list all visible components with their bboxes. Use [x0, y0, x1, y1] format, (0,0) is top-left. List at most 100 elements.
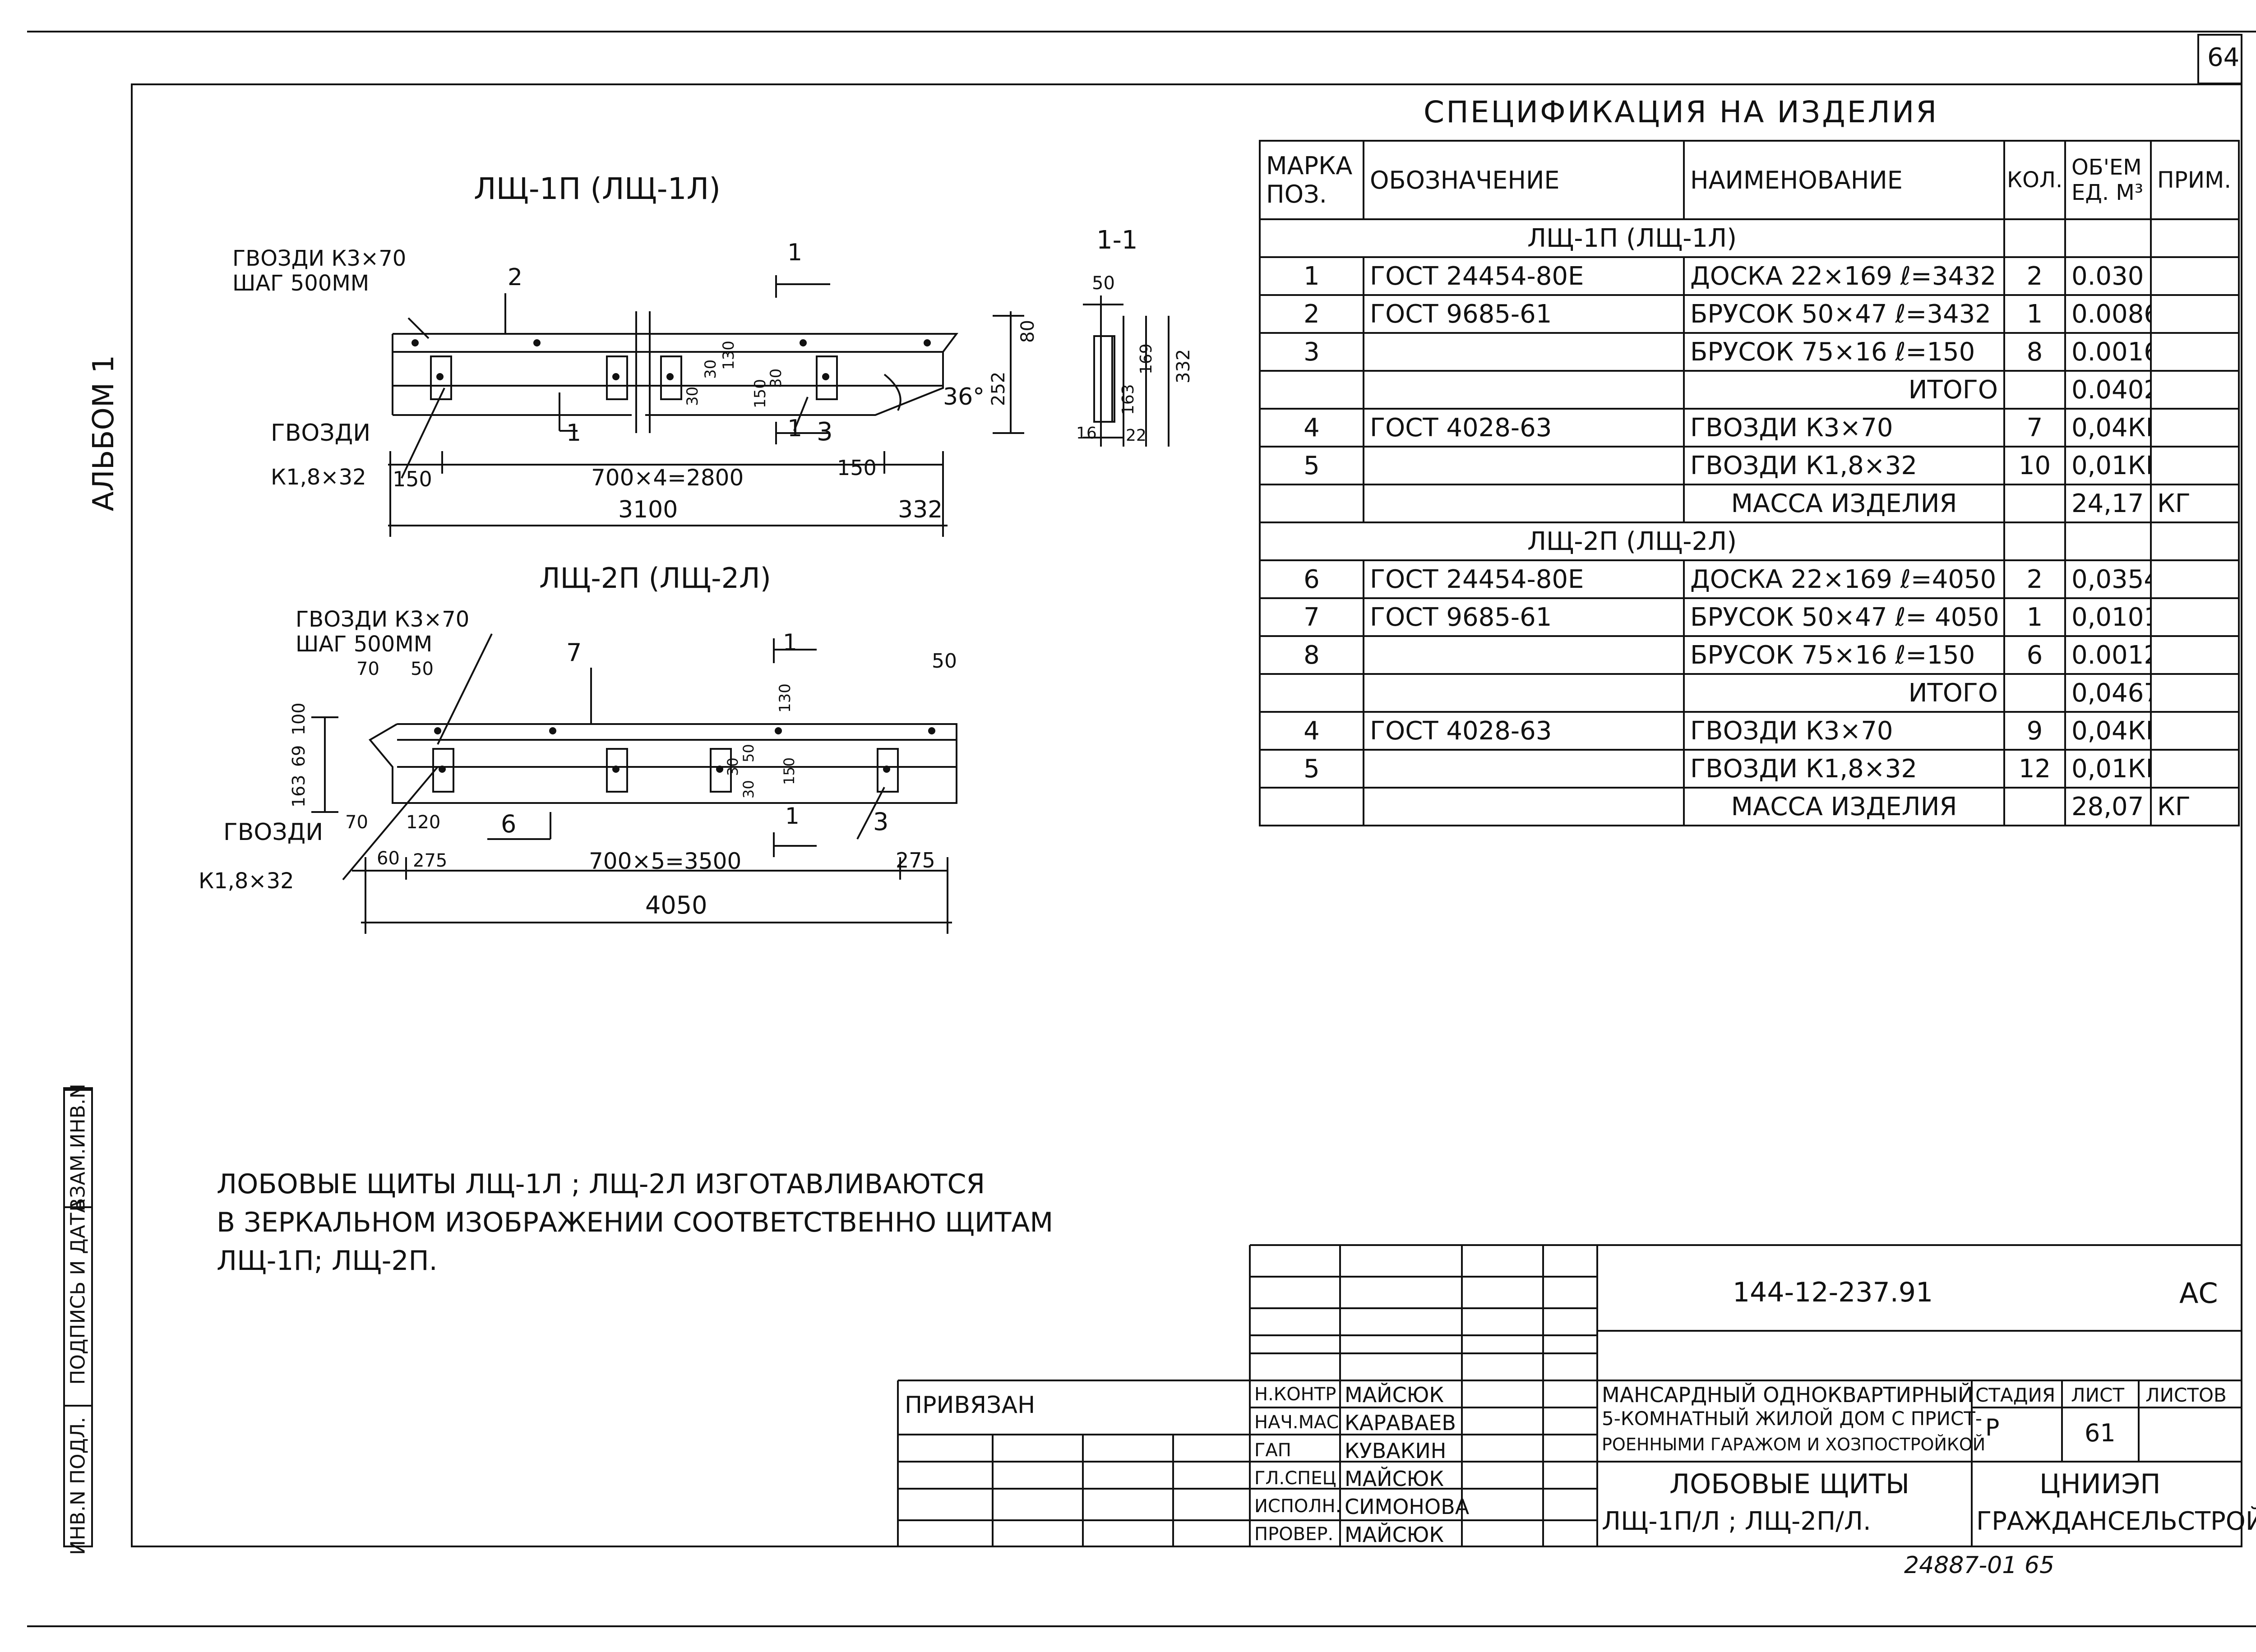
- spec-qty: 10: [2003, 446, 2066, 485]
- spec-pos: [1259, 370, 1364, 410]
- spec-qty: [2003, 370, 2066, 410]
- drawing1-pos1: 1: [566, 420, 582, 447]
- drawing1-dim-mid: 700×4=2800: [591, 465, 744, 491]
- project-line-1: МАНСАРДНЫЙ ОДНОКВАРТИРНЫЙ: [1602, 1383, 1974, 1407]
- spec-section-row: ЛЩ-1П (ЛЩ-1Л): [1259, 218, 2240, 258]
- drawing2-dim-163: 163: [289, 775, 309, 808]
- spec-header-row: МАРКА ПОЗ. ОБОЗНАЧЕНИЕ НАИМЕНОВАНИЕ КОЛ.…: [1259, 140, 2240, 220]
- drawing2-cut-top: 1: [783, 629, 797, 655]
- sheet-label: ЛИСТ: [2071, 1384, 2124, 1406]
- spec-note: КГ: [2150, 787, 2240, 826]
- spec-note: [2150, 749, 2240, 789]
- drawing2-dim-total: 4050: [645, 891, 707, 919]
- drawing1-pitch: ШАГ 500ММ: [232, 271, 370, 296]
- drawing2-dim-60: 60: [377, 848, 400, 869]
- spec-designation: ГОСТ 4028-63: [1363, 408, 1685, 448]
- drawing1-title: ЛЩ-1П (ЛЩ-1Л): [474, 171, 721, 206]
- drawing1-cut-bottom: 1: [787, 415, 803, 442]
- spec-designation: ГОСТ 9685-61: [1363, 294, 1685, 334]
- drawing2-dim-70a: 70: [356, 659, 379, 679]
- drawing2-dim-150: 150: [781, 757, 798, 785]
- drawing1-dim-total: 3100: [618, 496, 678, 523]
- spec-volume: 0,04КГ: [2064, 711, 2152, 751]
- spec-qty: [2003, 787, 2066, 826]
- spec-empty-cell: [2003, 218, 2066, 258]
- spec-title: СПЕЦИФИКАЦИЯ НА ИЗДЕЛИЯ: [1424, 95, 1939, 129]
- spec-note: [2150, 370, 2240, 410]
- drawing1-dim-150b: 150: [837, 456, 877, 480]
- spec-name: БРУСОК 75×16 ℓ=150: [1683, 332, 2005, 372]
- side-stamp: ИНВ.N ПОДЛ. ПОДПИСЬ И ДАТА ВЗАМ.ИНВ.N: [63, 1084, 93, 1555]
- spec-table: МАРКА ПОЗ. ОБОЗНАЧЕНИЕ НАИМЕНОВАНИЕ КОЛ.…: [1259, 140, 2240, 826]
- drawing1-pos3: 3: [817, 417, 833, 447]
- drawing2-pos3: 3: [873, 808, 889, 836]
- side-stamp-sign: ПОДПИСЬ И ДАТА: [66, 1199, 90, 1385]
- role-label: ПРОВЕР.: [1254, 1524, 1334, 1545]
- org-line-2: ГРАЖДАНСЕЛЬСТРОЙ: [1976, 1507, 2256, 1536]
- drawing2-dim-275a: 275: [413, 850, 448, 871]
- drawing1-dim-332: 332: [898, 496, 943, 523]
- doc-code: 144-12-237.91: [1733, 1277, 1933, 1308]
- role-label: ИСПОЛН.: [1254, 1496, 1341, 1517]
- spec-designation: [1363, 635, 1685, 675]
- spec-pos: [1259, 787, 1364, 826]
- spec-name: МАССА ИЗДЕЛИЯ: [1683, 484, 2005, 523]
- drawing-title-2: ЛЩ-1П/Л ; ЛЩ-2П/Л.: [1602, 1507, 1871, 1536]
- drawing2-pitch: ШАГ 500ММ: [296, 632, 433, 657]
- spec-header-qty: КОЛ.: [2003, 140, 2066, 220]
- spec-qty: 6: [2003, 635, 2066, 675]
- drawing2-dim-69: 69: [289, 745, 309, 767]
- section-dim-163: 163: [1119, 384, 1137, 415]
- drawing2-dim-mid: 700×5=3500: [589, 848, 742, 874]
- spec-designation: [1363, 446, 1685, 485]
- drawing2-dim-30b: 30: [724, 757, 741, 776]
- drawing2-dim-70b: 70: [345, 812, 368, 833]
- role-person: СИМОНОВА: [1345, 1495, 1470, 1519]
- drawing1-dim-252: 252: [988, 371, 1009, 406]
- spec-pos: [1259, 484, 1364, 523]
- section-dim-16: 16: [1076, 424, 1097, 443]
- spec-designation: [1363, 332, 1685, 372]
- spec-note: [2150, 332, 2240, 372]
- spec-designation: ГОСТ 9685-61: [1363, 597, 1685, 637]
- sheet-number-box: [2197, 34, 2242, 84]
- spec-volume: 0,0467: [2064, 673, 2152, 713]
- spec-designation: [1363, 749, 1685, 789]
- role-person: МАЙСЮК: [1345, 1523, 1444, 1547]
- drawing2-dim-50a: 50: [411, 659, 434, 679]
- role-label: ГЛ.СПЕЦ: [1254, 1468, 1336, 1489]
- spec-volume: 0,0354: [2064, 559, 2152, 599]
- role-person: МАЙСЮК: [1345, 1467, 1444, 1491]
- drawing2-dim-130: 130: [776, 683, 794, 713]
- spec-note: [2150, 597, 2240, 637]
- drawing2-dim-50b: 50: [932, 650, 957, 673]
- archive-number: 24887-01 65: [1904, 1552, 2055, 1579]
- spec-qty: 8: [2003, 332, 2066, 372]
- drawing-frame: [131, 83, 2242, 1547]
- role-person: КУВАКИН: [1345, 1439, 1447, 1463]
- role-person: МАЙСЮК: [1345, 1383, 1444, 1407]
- spec-note: [2150, 294, 2240, 334]
- spec-header-mark: МАРКА ПОЗ.: [1259, 140, 1364, 220]
- drawing2-cut-bottom: 1: [785, 803, 800, 829]
- spec-volume: 28,07: [2064, 787, 2152, 826]
- spec-designation: ГОСТ 4028-63: [1363, 711, 1685, 751]
- spec-designation: [1363, 787, 1685, 826]
- spec-volume: 0.030: [2064, 256, 2152, 296]
- role-person: КАРАВАЕВ: [1345, 1411, 1456, 1435]
- drawing2-dim-120: 120: [406, 812, 441, 833]
- spec-empty-cell: [2150, 521, 2240, 561]
- drawing1-angle: 36°: [943, 383, 985, 411]
- section-dim-50: 50: [1092, 273, 1115, 294]
- spec-note: КГ: [2150, 484, 2240, 523]
- drawing2-dim-30a: 30: [740, 780, 757, 798]
- section-dim-22: 22: [1126, 426, 1146, 445]
- spec-note: [2150, 673, 2240, 713]
- spec-pos: 3: [1259, 332, 1364, 372]
- spec-pos: [1259, 673, 1364, 713]
- spec-volume: 0.0402: [2064, 370, 2152, 410]
